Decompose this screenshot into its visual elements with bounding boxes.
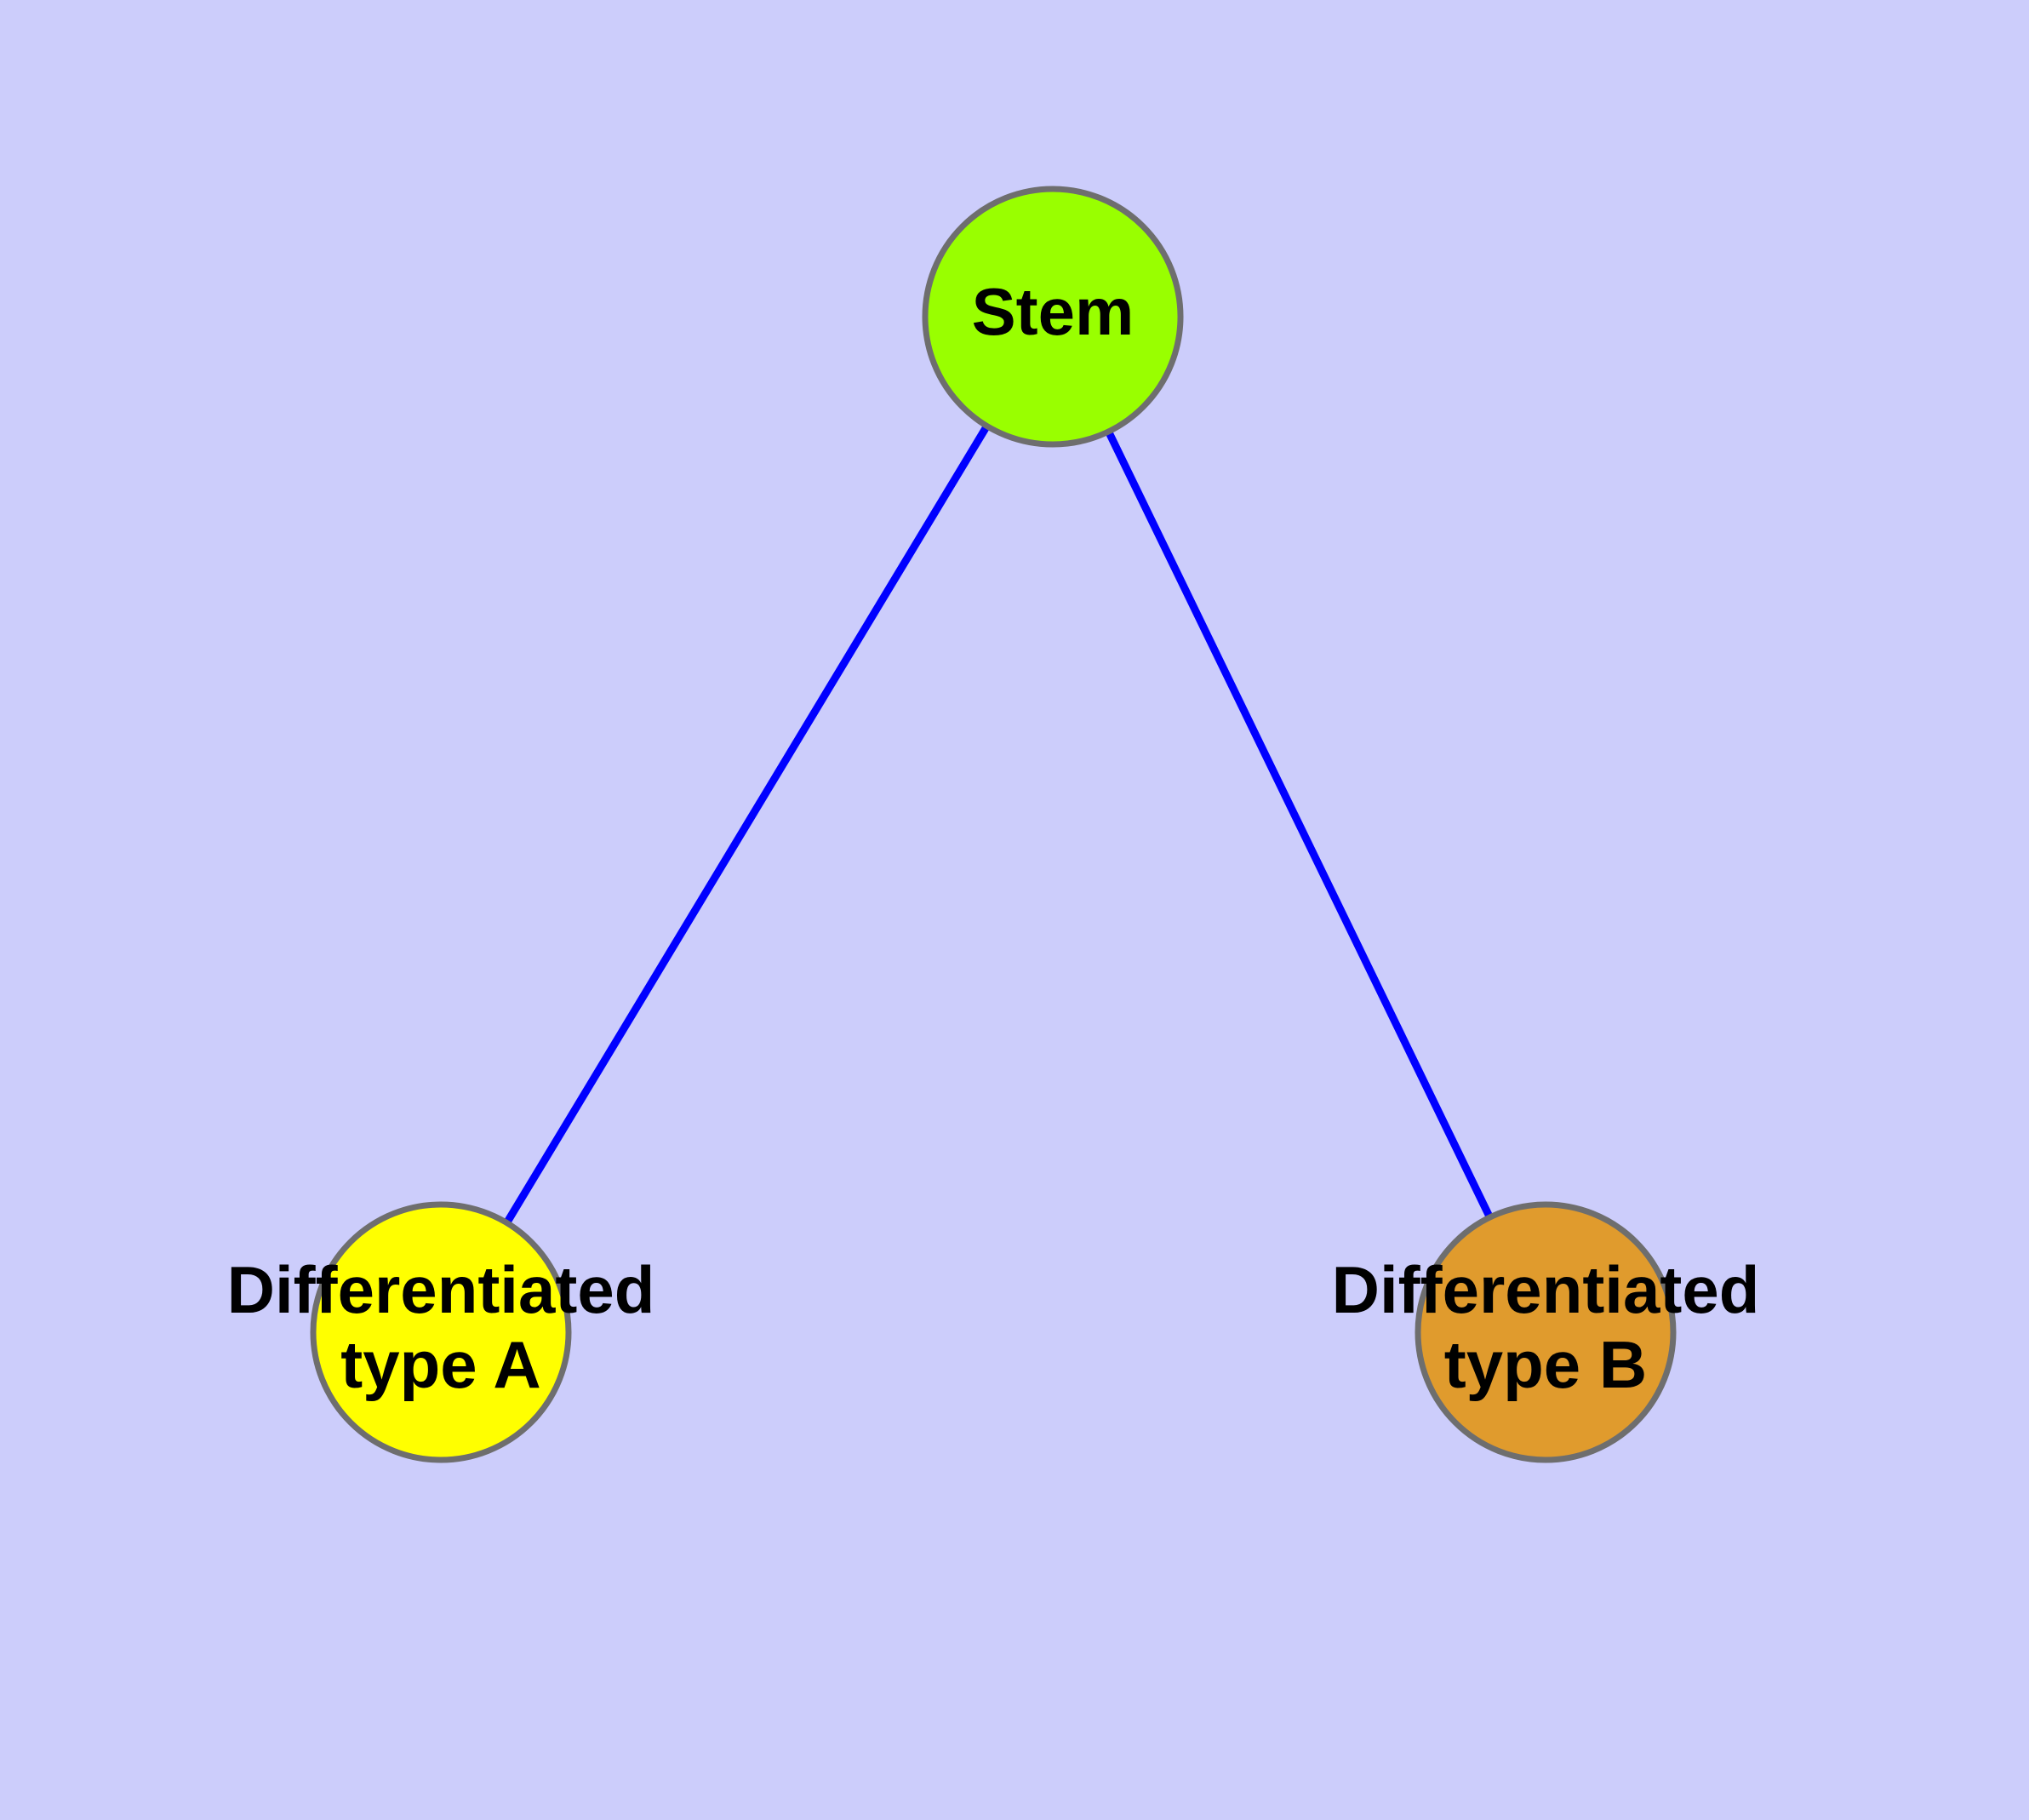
edge-layer (502, 422, 1495, 1227)
graph-node-stem[interactable]: Stem (922, 186, 1184, 448)
node-circle-diff_b[interactable] (1415, 1201, 1677, 1463)
graph-edge-stem-to-diff-b[interactable] (1104, 428, 1495, 1221)
node-circle-diff_a[interactable] (310, 1201, 572, 1463)
graph-edge-stem-to-diff-a[interactable] (502, 422, 992, 1227)
node-circle-stem[interactable] (922, 186, 1184, 448)
